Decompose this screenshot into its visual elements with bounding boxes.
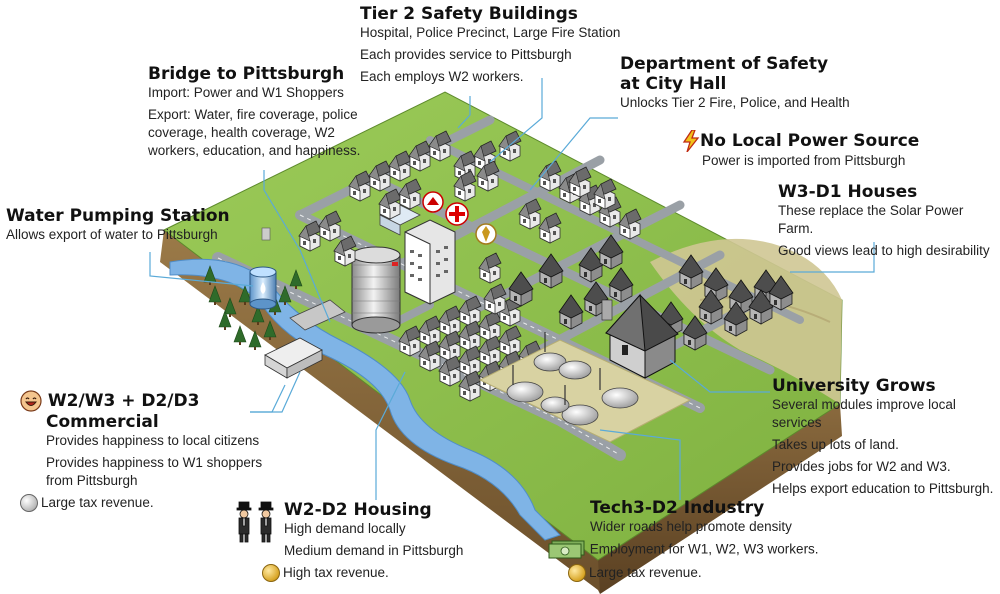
callout-water-station: Water Pumping Station Allows export of w… xyxy=(6,206,230,244)
residents-icon xyxy=(236,500,276,549)
callout-title: Tech3-D2 Industry xyxy=(590,498,765,518)
callout-line: Hospital, Police Precinct, Large Fire St… xyxy=(360,25,621,40)
callout-title: University Grows xyxy=(772,376,936,396)
callout-line: Import: Power and W1 Shoppers xyxy=(148,85,344,100)
callout-commercial: W2/W3 + D2/D3 Commercial Provides happin… xyxy=(20,390,263,513)
callout-line: coverage, health coverage, W2 xyxy=(148,125,335,140)
callout-line: Helps export education to Pittsburgh. xyxy=(772,481,994,496)
callout-title: W2/W3 + D2/D3 xyxy=(47,391,200,411)
callout-title: Water Pumping Station xyxy=(6,206,230,226)
callout-line: from Pittsburgh xyxy=(46,473,138,488)
callout-title-row: No Local Power Source xyxy=(682,130,919,152)
high-rise-cluster xyxy=(351,204,456,334)
callout-employment-row: Employment for W1, W2, W3 workers. xyxy=(548,540,819,560)
callout-line: Takes up lots of land. xyxy=(772,437,899,452)
bridge xyxy=(289,299,346,331)
callout-title: Bridge to Pittsburgh xyxy=(148,64,345,84)
callout-title-line2: Commercial xyxy=(46,412,159,432)
callout-power: No Local Power Source Power is imported … xyxy=(682,130,919,170)
gold-coin-icon xyxy=(568,564,586,583)
callout-university: University Grows Several modules improve… xyxy=(772,376,1000,498)
leader-lines xyxy=(149,78,875,500)
callout-line: Large tax revenue. xyxy=(41,495,154,510)
callout-title-row: W2/W3 + D2/D3 xyxy=(20,390,262,412)
callout-line: These replace the Solar Power Farm. xyxy=(778,203,964,236)
callout-w3-houses: W3-D1 Houses These replace the Solar Pow… xyxy=(778,182,1000,260)
industry-zone xyxy=(478,332,692,443)
callout-tax-row: High tax revenue. xyxy=(236,564,463,583)
callout-title: W2-D2 Housing xyxy=(284,500,432,520)
lightning-icon xyxy=(682,130,700,152)
callout-line: Power is imported from Pittsburgh xyxy=(702,153,906,168)
happy-face-icon xyxy=(20,390,42,412)
callout-line: Export: Water, fire coverage, police xyxy=(148,107,358,122)
callout-line: Each provides service to Pittsburgh xyxy=(360,47,572,62)
money-icon xyxy=(548,540,585,559)
callout-line: Allows export of water to Pittsburgh xyxy=(6,227,218,242)
callout-line: High tax revenue. xyxy=(283,565,389,580)
callout-housing: W2-D2 Housing High demand locally Medium… xyxy=(236,500,464,583)
callout-line: workers, education, and happiness. xyxy=(148,143,361,158)
callout-line: High demand locally xyxy=(284,521,406,536)
river xyxy=(169,258,561,541)
callout-tax-row: Large tax revenue. xyxy=(548,564,819,583)
callout-bridge: Bridge to Pittsburgh Import: Power and W… xyxy=(148,64,360,160)
callout-industry: Tech3-D2 Industry Wider roads help promo… xyxy=(548,498,819,583)
callout-tier2-safety: Tier 2 Safety Buildings Hospital, Police… xyxy=(360,4,620,86)
water-tower xyxy=(249,227,277,310)
gold-coin-icon xyxy=(262,564,280,583)
callout-line: Employment for W1, W2, W3 workers. xyxy=(589,541,819,557)
safety-buildings-icons xyxy=(422,191,497,245)
callout-title: Tier 2 Safety Buildings xyxy=(360,4,578,24)
callout-line: Several modules improve local services xyxy=(772,397,956,430)
callout-line: Medium demand in Pittsburgh xyxy=(284,543,464,558)
callout-title: Department of Safety xyxy=(620,54,829,74)
callout-title: W3-D1 Houses xyxy=(778,182,918,202)
callout-line: Provides happiness to local citizens xyxy=(46,433,260,448)
callout-line: Wider roads help promote density xyxy=(590,519,792,534)
callout-line: Unlocks Tier 2 Fire, Police, and Health xyxy=(620,95,850,110)
callout-line: Large tax revenue. xyxy=(589,565,702,580)
callout-title: No Local Power Source xyxy=(700,131,920,151)
callout-line: Good views lead to high desirability xyxy=(778,243,990,258)
callout-line: Each employs W2 workers. xyxy=(360,69,524,84)
callout-title-line2: at City Hall xyxy=(620,74,727,94)
coins-icon xyxy=(20,494,38,513)
commercial-building xyxy=(264,337,323,379)
callout-line: Provides jobs for W2 and W3. xyxy=(772,459,951,474)
city-hall xyxy=(601,293,679,379)
callout-safety-department: Department of Safety at City Hall Unlock… xyxy=(620,54,850,112)
callout-tax-row: Large tax revenue. xyxy=(20,494,262,513)
callout-line: Provides happiness to W1 shoppers xyxy=(46,455,263,470)
